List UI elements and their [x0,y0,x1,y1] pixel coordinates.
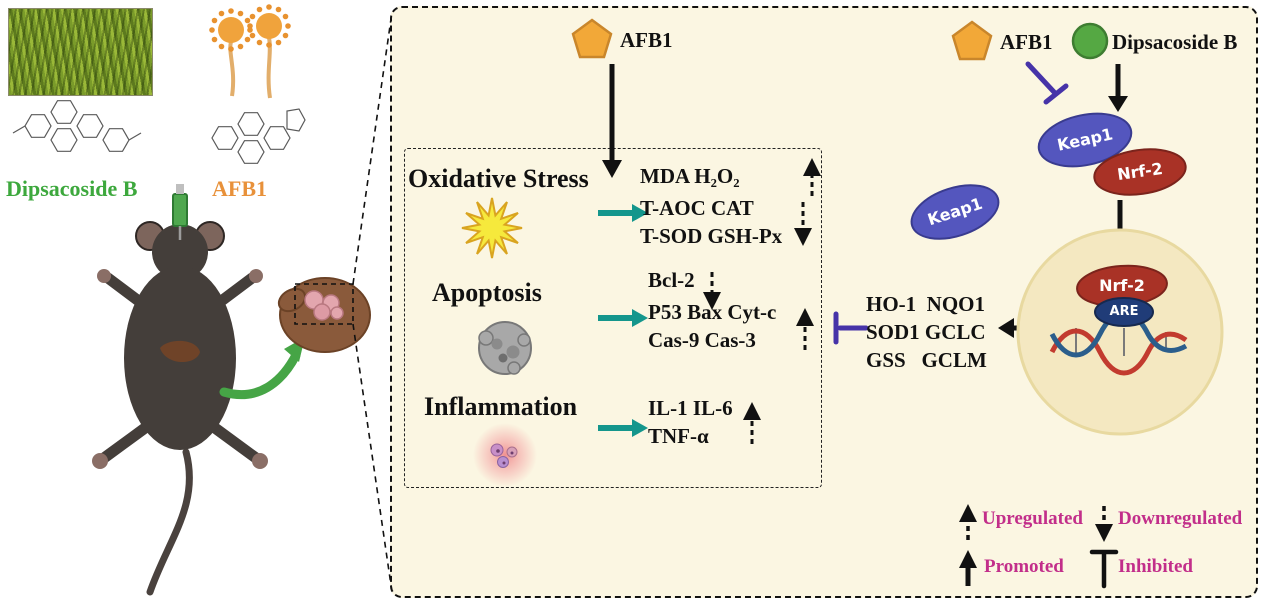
afb1-structure [211,108,306,164]
legend-symbols [959,504,1119,589]
marker-arrows [703,158,821,444]
afb1-right-label: AFB1 [1000,30,1053,54]
keap1-bound-blob [1037,112,1133,168]
are-label: ARE [1109,304,1139,319]
apoptosis-up-markers-2: Cas-9 Cas-3 [648,328,756,352]
dipsacoside-source-label: Dipsacoside B [6,176,138,201]
liver-spot [160,340,200,363]
afb1-pentagon-icon [571,18,613,59]
oxidative-down-markers-1: T-AOC CAT [640,196,754,220]
teal-arrows [598,204,648,437]
apoptotic-cell-icon [478,321,532,375]
antioxidant-genes-line1: HO-1 NQO1 [866,292,985,316]
sample-zoom-box [294,283,354,325]
syringe-icon [172,184,188,240]
afb1-source-label: AFB1 [212,176,267,201]
inflammation-up-markers-2: TNF-α [648,424,709,448]
are-oval [1094,297,1154,327]
inflammation-title: Inflammation [424,392,578,421]
apoptosis-title: Apoptosis [432,278,542,307]
legend-inhibited: Inhibited [1118,556,1193,577]
grass-photo [8,8,153,96]
apoptosis-up-markers-1: P53 Bax Cyt-c [648,300,777,324]
legend-upregulated: Upregulated [982,508,1083,529]
apoptosis-down-markers: Bcl-2 [648,268,695,292]
dipsacoside-circle-icon [1071,22,1109,60]
hand-with-liver [277,277,371,353]
starburst-icon [461,197,523,259]
zoom-lines [352,11,393,593]
antioxidant-genes-line3: GSS GCLM [866,348,987,372]
keap1-free-blob [910,184,1000,240]
antioxidant-genes-line2: SOD1 GCLC [866,320,986,344]
legend-promoted: Promoted [984,556,1064,577]
mouse-figure [92,184,268,596]
oxidative-down-markers-2: T-SOD GSH-Px [640,224,783,248]
dipsacoside-right-label: Dipsacoside B [1112,30,1238,54]
dipsacoside-structure [12,100,142,152]
aspergillus-icon [209,4,291,99]
oxidative-up-markers: MDA H₂O₂ [640,164,740,188]
inflammation-up-markers-1: IL-1 IL-6 [648,396,733,420]
legend-downregulated: Downregulated [1118,508,1243,529]
nucleus-circle [1016,228,1224,436]
inhibition-symbols [833,61,1069,345]
afb1-top-label: AFB1 [620,28,673,52]
nrf2-nucleus-label: Nrf-2 [1099,276,1145,295]
oxidative-stress-title: Oxidative Stress [408,164,589,193]
green-arrow [219,337,305,400]
nrf2-bound-blob [1093,148,1187,196]
afb1-pentagon-icon-right [951,20,993,61]
inflammation-icon [473,423,537,487]
